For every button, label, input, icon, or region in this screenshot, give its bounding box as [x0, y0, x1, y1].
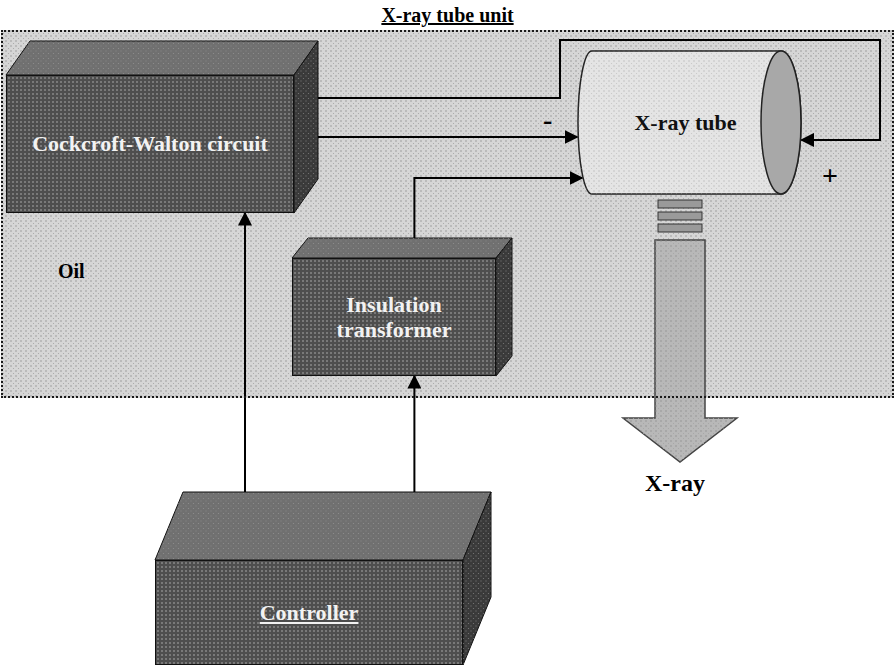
region-heading: X-ray tube unit [381, 4, 513, 27]
tube-body [578, 51, 801, 194]
box-top-face [6, 41, 318, 75]
medium-label: Oil [58, 260, 85, 283]
box-top-face [155, 492, 491, 560]
wire-connector [413, 376, 415, 492]
box-top-face [292, 238, 512, 258]
wire-connector [244, 213, 246, 492]
tube-texture [578, 51, 801, 194]
beam-bar [658, 212, 702, 220]
oil-ground [1, 30, 894, 398]
xray-arrow-texture [623, 240, 737, 462]
anode-face [761, 51, 801, 194]
circuit-box: Cockcroft-Walton circuit [6, 75, 294, 213]
box-top-face-texture [292, 238, 512, 258]
unit-region: Cockcroft-Walton circuit X-ray tubeInsula… [1, 30, 894, 398]
xray-arrow [623, 240, 737, 462]
controller-box: Controller [155, 560, 463, 665]
box-label: Controller [260, 600, 359, 625]
box-side-face [463, 492, 491, 665]
box-top-face-texture [155, 492, 491, 560]
box-side-face [496, 238, 512, 376]
transformer-box: Insulation transformer [292, 258, 496, 376]
box-label: X-ray tube [634, 110, 736, 136]
xray-tube: X-ray tube [578, 50, 803, 195]
box-faces [6, 41, 512, 665]
box-side-face-texture [496, 238, 512, 376]
wire-connector [414, 178, 582, 238]
beam-bar [658, 200, 702, 208]
box-label: Insulation transformer [305, 292, 483, 343]
oil-texture [1, 30, 894, 398]
box-side-face-texture [294, 41, 318, 213]
beam-label: X-ray [645, 470, 705, 497]
xray-beam [623, 200, 737, 462]
box-top-face-texture [6, 41, 318, 75]
wire-connector [318, 136, 577, 138]
beam-bar [658, 224, 702, 232]
box-label: Cockcroft-Walton circuit [32, 131, 268, 156]
box-side-face-texture [463, 492, 491, 665]
polarity-sign: + [822, 160, 838, 192]
box-side-face [294, 41, 318, 213]
polarity-sign: - [543, 104, 552, 136]
